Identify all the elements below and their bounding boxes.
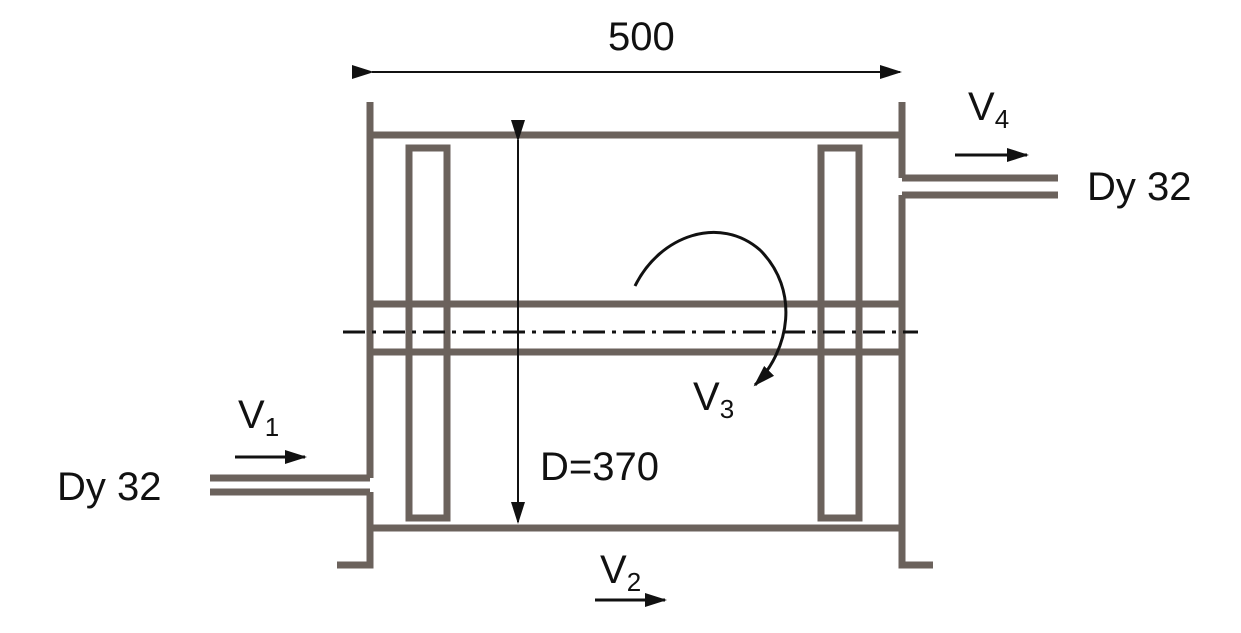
v3-letter: V [693,375,720,419]
v4-label: V4 [968,85,1009,134]
v3-label: V3 [693,375,734,424]
v2-label: V2 [600,548,641,597]
v1-subscript: 1 [265,412,279,442]
v3-subscript: 3 [720,394,734,424]
diameter-label: D=370 [540,445,659,489]
inlet-pipe [210,474,370,496]
v1-letter: V [238,393,265,437]
rotation-arrow [633,230,788,387]
v4-subscript: 4 [995,104,1009,134]
length-label: 500 [608,15,675,59]
housing [210,102,1058,569]
right-wall [898,102,933,569]
right-disc [817,144,863,522]
inlet-pipe-label: Dy 32 [57,465,162,509]
shaft [370,300,902,356]
v1-label: V1 [238,393,279,442]
left-wall [337,102,374,569]
v4-letter: V [968,85,995,129]
outlet-pipe-label: Dy 32 [1087,165,1192,209]
v2-letter: V [600,548,627,592]
outlet-pipe [902,174,1058,199]
left-disc [405,144,451,522]
v2-subscript: 2 [627,567,641,597]
